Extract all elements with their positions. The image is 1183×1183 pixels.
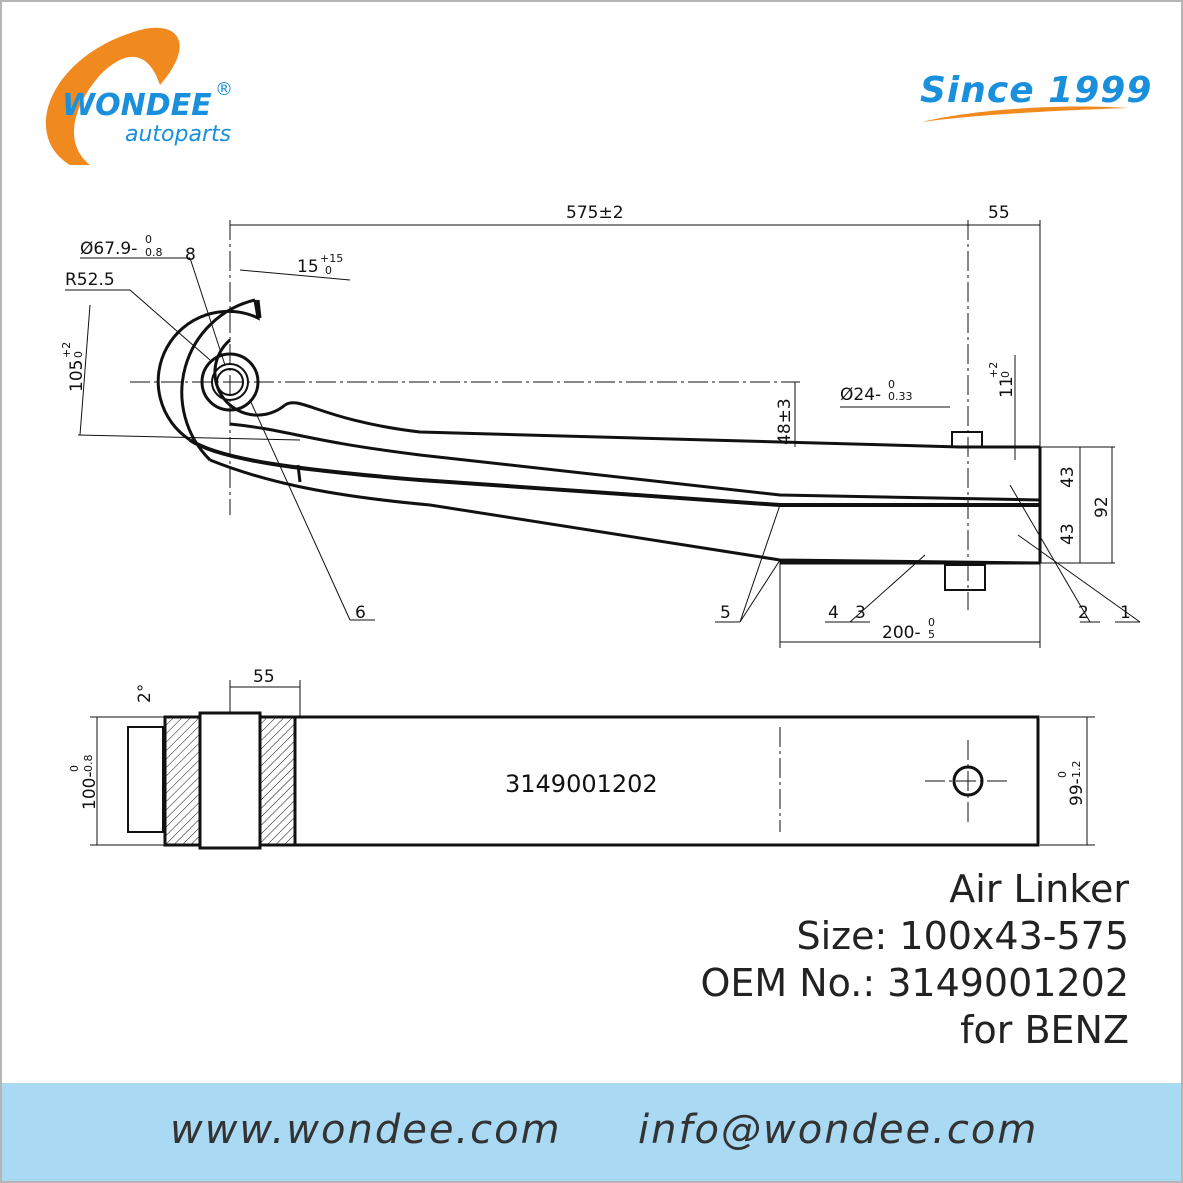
- dim-width-99: 99-: [1067, 778, 1087, 806]
- tol: 0: [145, 233, 152, 246]
- logo-name: WONDEE: [62, 88, 212, 123]
- website-link[interactable]: www.wondee.com: [170, 1107, 562, 1153]
- dim-taper: 2°: [135, 684, 155, 703]
- tol: 0: [1056, 771, 1069, 778]
- product-make: for BENZ: [960, 1008, 1129, 1052]
- tol: 0.33: [888, 390, 913, 403]
- dim-width-100: 100-: [80, 771, 100, 810]
- callout-6: 6: [355, 603, 366, 623]
- callout-3: 3: [855, 603, 866, 623]
- plan-view: [127, 711, 1040, 850]
- tol: +15: [320, 252, 343, 265]
- footer-bar: www.wondee.com info@wondee.com: [2, 1083, 1181, 1181]
- dim-height-105: 105: [67, 360, 87, 392]
- tol: 0.8: [82, 755, 95, 773]
- dim-length: 575±2: [566, 203, 624, 223]
- dim-leaf-1: 43: [1058, 466, 1078, 488]
- wondee-logo: WONDEE autoparts ®: [45, 27, 233, 166]
- technical-drawing: 575±2 55 Ø67.9- 0 0.8 8 15 +15 0 R52.5 1…: [60, 203, 1141, 850]
- callout-1: 1: [1120, 603, 1131, 623]
- product-oem: OEM No.: 3149001202: [700, 961, 1129, 1005]
- dim-eight: 8: [185, 245, 196, 265]
- product-info: Air Linker Size: 100x43-575 OEM No.: 314…: [700, 866, 1129, 1054]
- swoosh-decoration: [922, 106, 1128, 122]
- tol: +2: [987, 362, 1000, 378]
- dim-drop: 48±3: [775, 398, 795, 445]
- tol: +2: [60, 342, 73, 358]
- side-view: [156, 298, 1042, 591]
- tol: 0: [888, 378, 895, 391]
- tol: 1.2: [1070, 761, 1083, 779]
- dim-pad-length: 200-: [882, 623, 921, 643]
- dim-eleven: 11: [997, 376, 1017, 398]
- registered-mark: ®: [215, 79, 233, 100]
- part-mark: 3149001202: [505, 770, 658, 798]
- dim-total: 92: [1092, 496, 1112, 518]
- tol: 0.8: [145, 246, 163, 259]
- callout-5: 5: [720, 603, 731, 623]
- since-slogan: Since 1999: [920, 70, 1153, 111]
- product-size: Size: 100x43-575: [796, 914, 1130, 958]
- tol: 5: [928, 628, 935, 641]
- dim-eye-diameter: Ø67.9-: [80, 239, 137, 259]
- email-link[interactable]: info@wondee.com: [638, 1107, 1039, 1153]
- logo-subtitle: autoparts: [125, 122, 231, 147]
- tol: 0: [999, 371, 1012, 378]
- dim-radius: R52.5: [65, 270, 115, 290]
- dim-top-width: 55: [253, 667, 275, 687]
- product-name: Air Linker: [949, 867, 1129, 911]
- tol: 0: [928, 616, 935, 629]
- tol: 0: [325, 264, 332, 277]
- dim-angle: 15: [297, 257, 319, 277]
- dim-leaf-2: 43: [1058, 523, 1078, 545]
- callout-4: 4: [828, 603, 839, 623]
- callout-2: 2: [1078, 603, 1089, 623]
- dim-end-width: 55: [988, 203, 1010, 223]
- tol: 0: [72, 351, 85, 358]
- tol: 0: [68, 765, 81, 772]
- dim-bolt-diameter: Ø24-: [840, 385, 881, 405]
